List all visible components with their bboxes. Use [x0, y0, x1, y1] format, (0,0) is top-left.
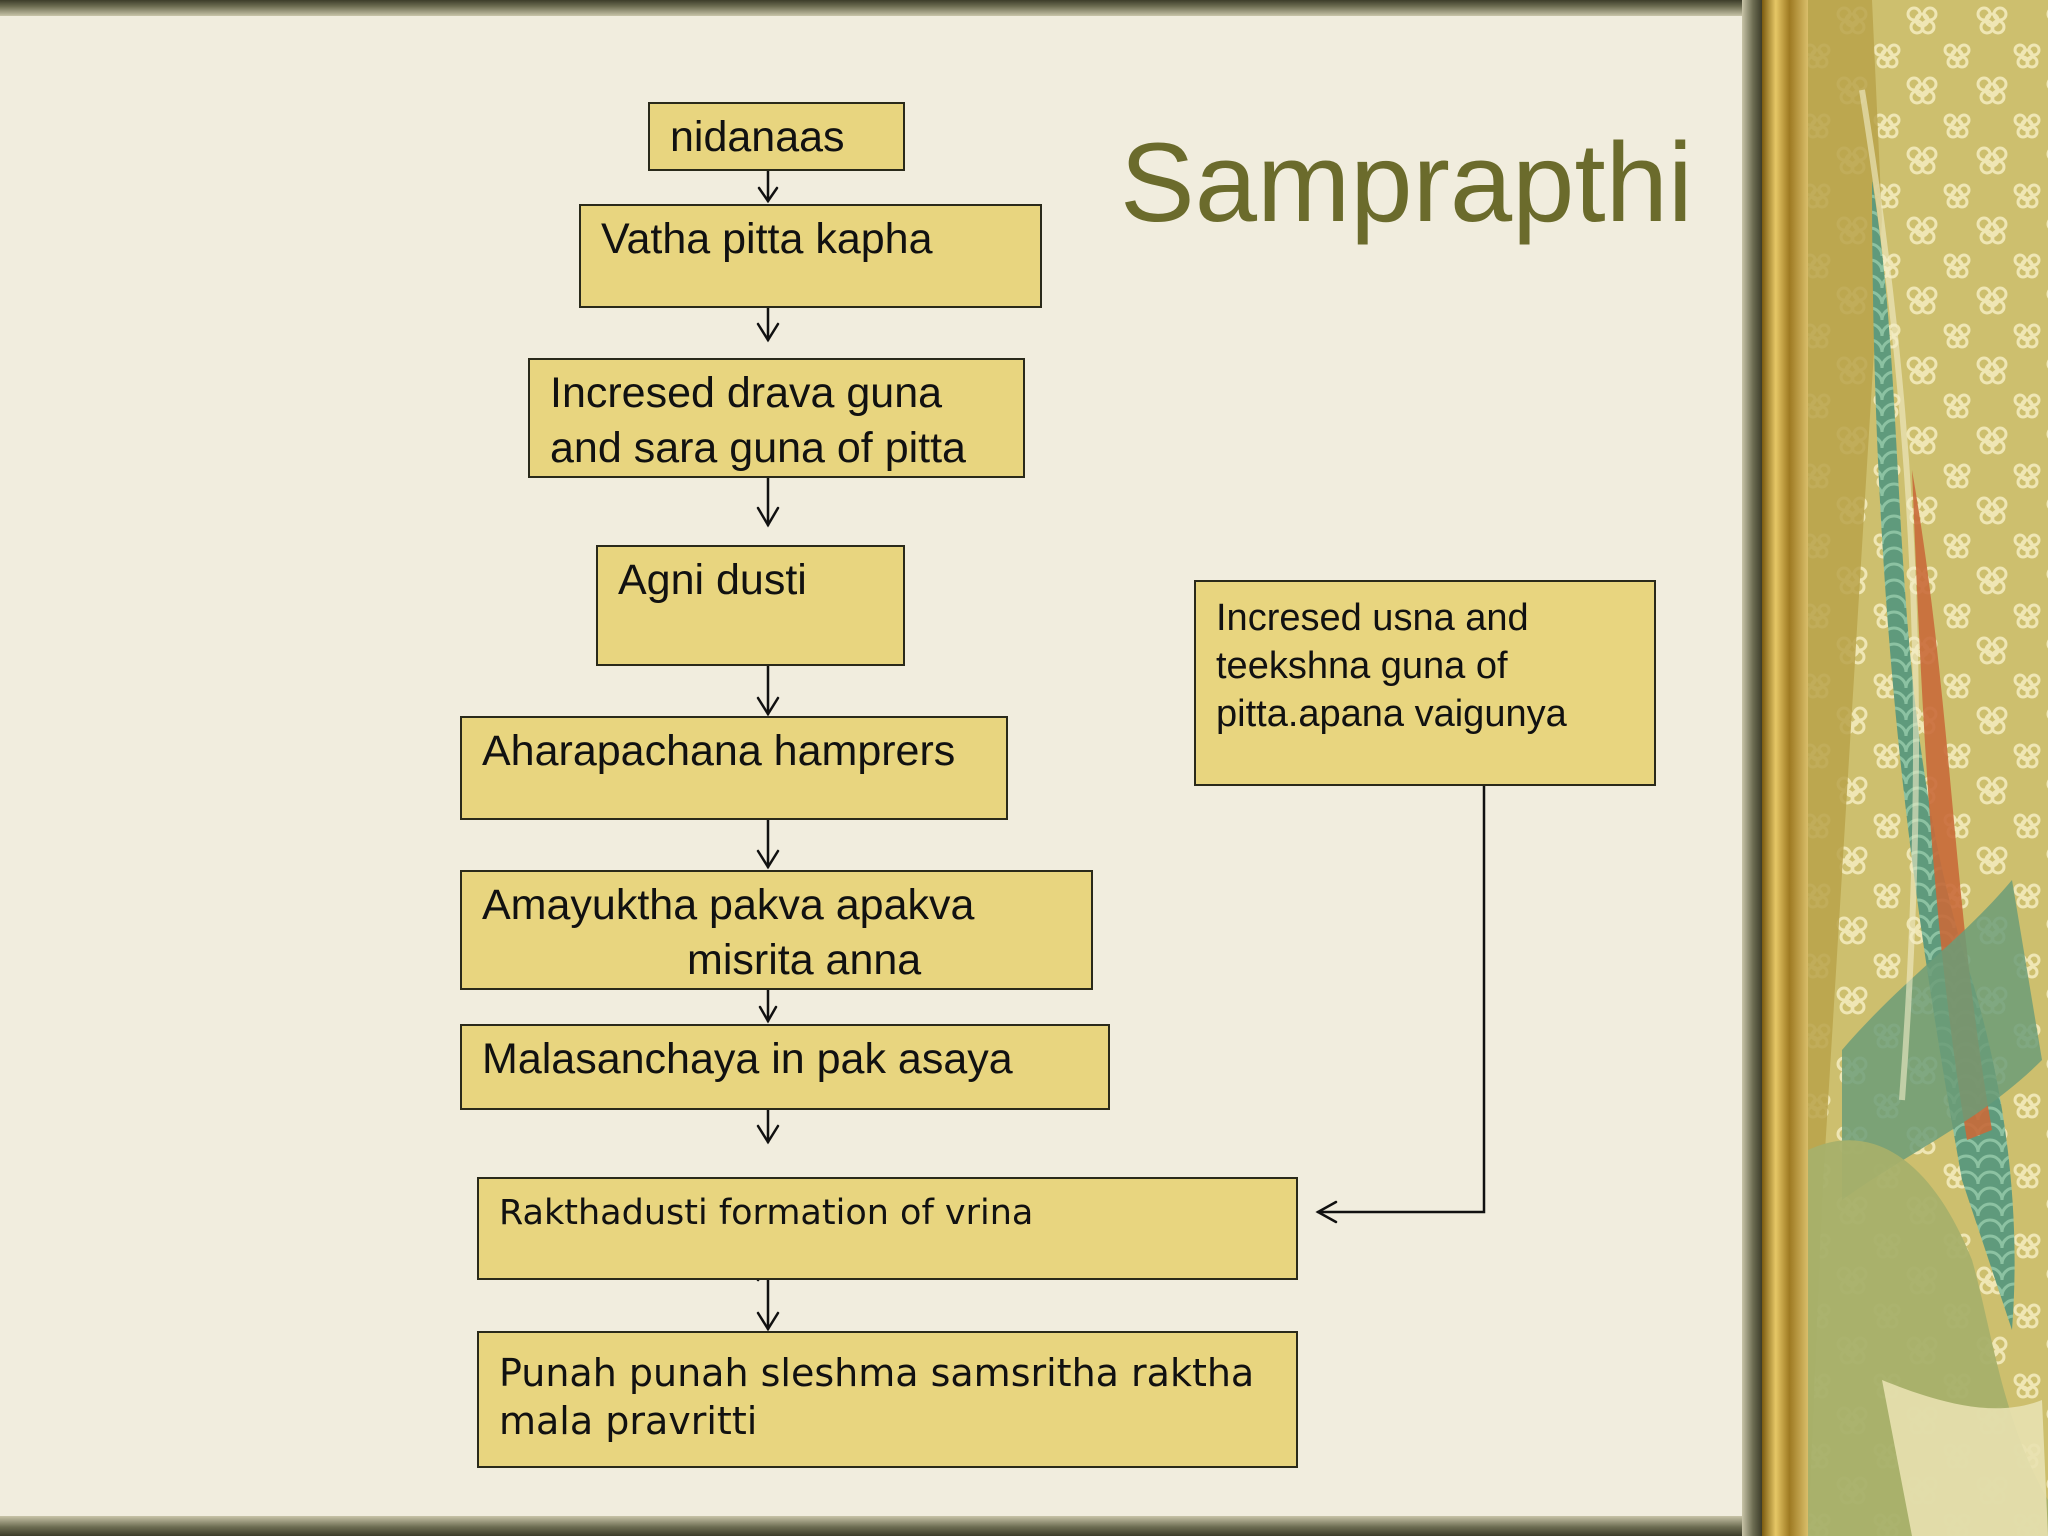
- frame-right-border: [1742, 0, 1762, 1536]
- flowchart-connectors: [748, 168, 1486, 1332]
- flow-box-text: Aharapachana hamprers: [482, 727, 956, 775]
- flow-box-text-line-2: teekshna guna of: [1216, 645, 1508, 687]
- slide-title: Samprapthi: [1120, 120, 1693, 245]
- flow-box-text: Malasanchaya in pak asaya: [482, 1035, 1013, 1083]
- decorative-floral-panel: [1762, 0, 2048, 1536]
- flow-box-aharapachana: Aharapachana hamprers: [460, 716, 1008, 820]
- flow-box-malasanchaya: Malasanchaya in pak asaya: [460, 1024, 1110, 1110]
- flow-box-incresed-drava-guna: Incresed drava guna and sara guna of pit…: [528, 358, 1025, 478]
- flow-box-text-line-2: misrita anna: [687, 936, 922, 984]
- flow-box-amayuktha: Amayuktha pakva apakva misrita anna: [460, 870, 1093, 990]
- arrow-aharapachana-to-amayuktha: [756, 816, 780, 870]
- flow-box-text: Agni dusti: [618, 556, 807, 604]
- flow-box-rakthadusti: Rakthadusti formation of vrina: [477, 1177, 1298, 1280]
- flow-box-text-line-1: Amayuktha pakva apakva: [482, 881, 975, 929]
- flow-box-text: Rakthadusti formation of vrina: [499, 1193, 1034, 1233]
- frame-bottom-border: [0, 1516, 1762, 1536]
- arrow-incresed-drava-to-agni: [756, 475, 780, 528]
- arrow-malasanchaya-to-rakthadusti: [756, 1106, 780, 1145]
- arrow-vatha-to-incresed-drava: [756, 305, 780, 343]
- flow-box-punah-punah: Punah punah sleshma samsritha raktha mal…: [477, 1331, 1298, 1468]
- flow-box-text-line-1: Incresed drava guna: [550, 369, 943, 417]
- arrow-agni-to-aharapachana: [756, 662, 780, 717]
- flow-box-text: Vatha pitta kapha: [601, 215, 933, 263]
- flow-box-text-line-3: pitta.apana vaigunya: [1216, 693, 1567, 735]
- frame-top-border: [0, 0, 1762, 16]
- flow-box-text-line-2: and sara guna of pitta: [550, 424, 966, 472]
- flow-box-vatha-pitta-kapha: Vatha pitta kapha: [579, 204, 1042, 308]
- arrow-usna-to-rakthadusti: [1315, 783, 1486, 1224]
- flow-box-text-line-1: Punah punah sleshma samsritha raktha: [499, 1351, 1255, 1395]
- arrow-amayuktha-to-malasanchaya: [758, 987, 778, 1024]
- flow-box-nidanaas: nidanaas: [648, 102, 905, 171]
- flow-box-agni-dusti: Agni dusti: [596, 545, 905, 666]
- flow-box-text: nidanaas: [670, 113, 845, 161]
- flow-box-text-line-2: mala pravritti: [499, 1399, 758, 1443]
- floral-drapery-image: [1762, 0, 2048, 1536]
- arrow-nidanaas-to-vatha: [757, 168, 779, 204]
- flow-box-text-line-1: Incresed usna and: [1216, 597, 1529, 639]
- flow-box-incresed-usna: Incresed usna and teekshna guna of pitta…: [1194, 580, 1656, 786]
